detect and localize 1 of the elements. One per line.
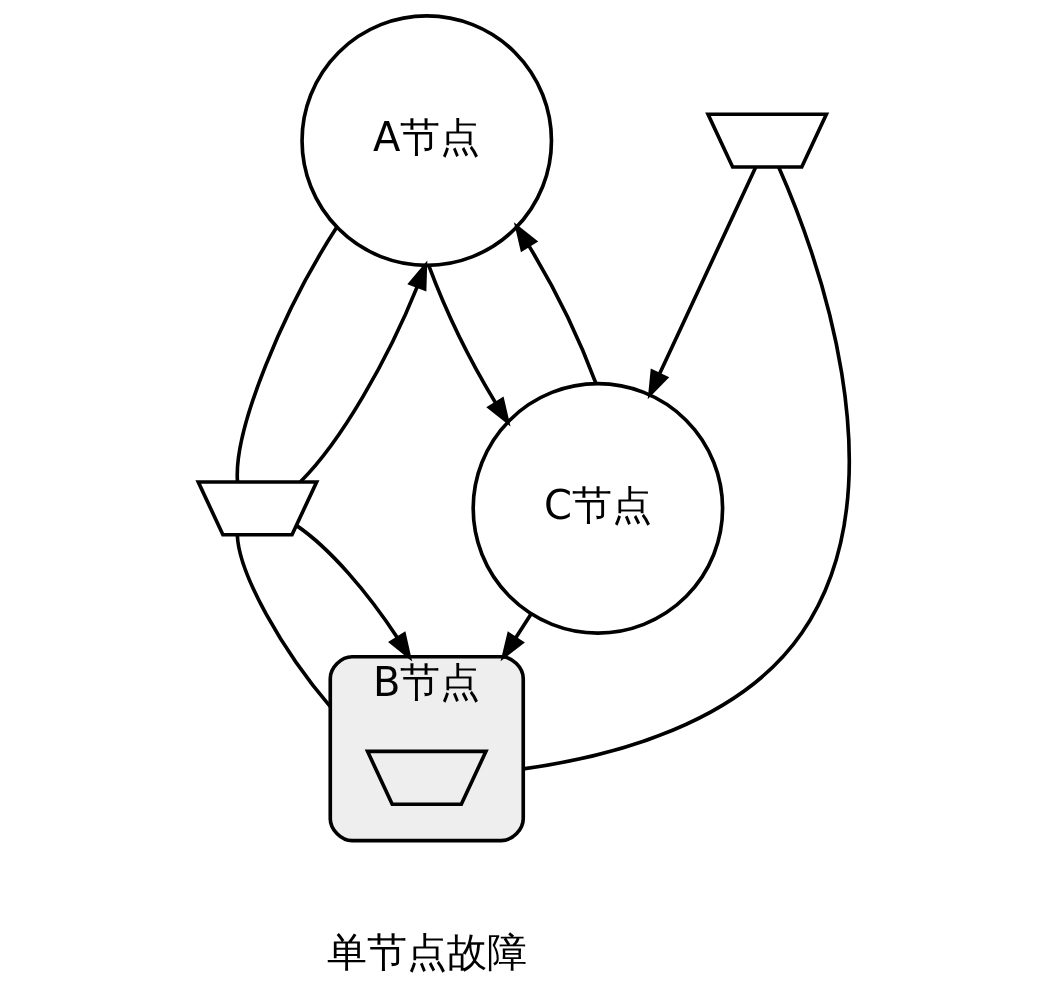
node-label: 单节点故障 xyxy=(326,928,527,975)
